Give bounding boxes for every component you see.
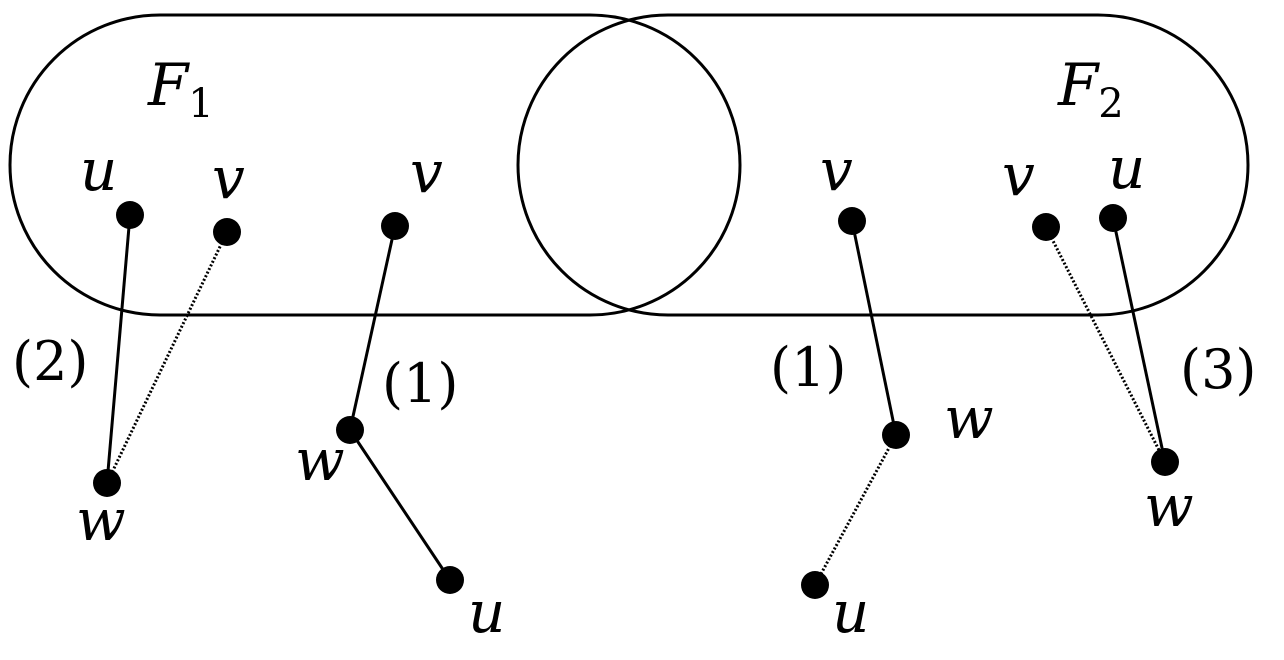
label-1b-u: u [832, 578, 869, 646]
F2-label: F2 [1057, 51, 1124, 127]
edge-1a-wu [348, 429, 452, 581]
vertex-3-v [1032, 213, 1060, 241]
label-2-v: v [212, 144, 245, 212]
vertex-3-w [1151, 448, 1179, 476]
vertex-1a-u [436, 566, 464, 594]
vertex-1b-w [882, 421, 910, 449]
vertex-1b-u [801, 571, 829, 599]
edge-1a-vw [348, 225, 397, 431]
vertex-1b-v [838, 207, 866, 235]
label-3-v: v [1002, 141, 1035, 209]
label-1a-w: w [295, 426, 345, 494]
label-3-w: w [1144, 472, 1194, 540]
F1-set-outline [8, 13, 742, 317]
label-2-u: u [80, 136, 117, 204]
edge-1b-wu [813, 434, 898, 586]
edge-3-uw [1111, 217, 1167, 463]
case-label-3: (3) [1180, 338, 1257, 401]
vertex-2-w [93, 469, 121, 497]
label-1b-v: v [820, 136, 853, 204]
label-2-w: w [76, 486, 126, 554]
edge-2-uw [105, 214, 132, 484]
label-1a-u: u [468, 578, 505, 646]
vertex-3-u [1099, 204, 1127, 232]
label-1a-v: v [410, 138, 443, 206]
vertex-1a-w [336, 416, 364, 444]
case-label-2: (2) [12, 330, 89, 393]
vertex-2-u [116, 201, 144, 229]
edge-3-vw [1044, 226, 1167, 463]
case-label-1a: (1) [382, 352, 459, 415]
F1-label: F1 [147, 51, 214, 127]
F2-set-outline [516, 13, 1250, 317]
edge-1b-vw [850, 220, 898, 436]
label-3-u: u [1108, 134, 1145, 202]
case-label-1b: (1) [770, 336, 847, 399]
vertex-2-v [213, 218, 241, 246]
vertex-1a-v [381, 212, 409, 240]
label-1b-w: w [944, 384, 994, 452]
